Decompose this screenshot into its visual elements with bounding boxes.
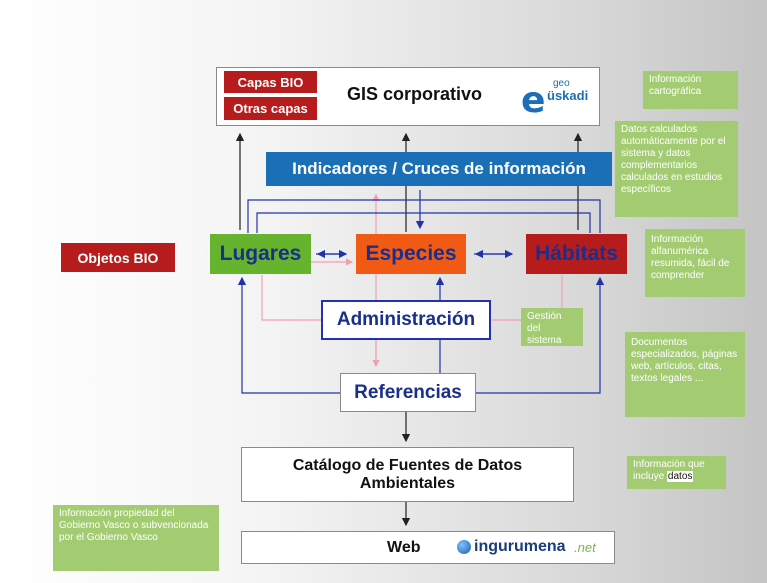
blue-connectors xyxy=(237,190,605,394)
note-datos-highlight: datos xyxy=(666,471,694,482)
objetos-bio-label: Objetos BIO xyxy=(61,243,175,272)
web-label: Web xyxy=(387,539,421,556)
note-cartografica: Información cartográfica xyxy=(643,71,738,109)
note-incluye-datos: Información que incluye datos xyxy=(627,456,726,489)
web-box: Web ingurumena .net xyxy=(241,531,615,564)
note-datos-calculados: Datos calculados automáticamente por el … xyxy=(615,121,738,217)
globe-icon xyxy=(457,540,471,554)
ingurumena-logo-suffix: .net xyxy=(574,540,596,555)
administracion-node: Administración xyxy=(321,300,491,340)
habitats-node: Hábitats xyxy=(526,234,627,274)
pink-connectors xyxy=(261,193,563,368)
note-documentos: Documentos especializados, páginas web, … xyxy=(625,332,745,417)
indicadores-bar: Indicadores / Cruces de información xyxy=(266,152,612,186)
gis-title: GIS corporativo xyxy=(347,84,483,104)
capas-bio-label: Capas BIO xyxy=(224,71,317,93)
euskadi-logo: e geo üskadi xyxy=(517,76,593,121)
gis-corporativo-box: Capas BIO Otras capas GIS corporativo e … xyxy=(216,67,600,126)
note-alfanumerica: Información alfanumérica resumida, fácil… xyxy=(645,229,745,297)
ingurumena-logo-text: ingurumena xyxy=(474,538,566,555)
euskadi-logo-e: e xyxy=(521,80,546,121)
euskadi-logo-geo: geo xyxy=(553,78,570,89)
otras-capas-label: Otras capas xyxy=(224,97,317,120)
note-incluye-text: Información que incluye xyxy=(633,459,705,482)
lugares-node: Lugares xyxy=(210,234,311,274)
catalogo-box: Catálogo de Fuentes de Datos Ambientales xyxy=(241,447,574,502)
referencias-node: Referencias xyxy=(340,373,476,412)
euskadi-logo-text: üskadi xyxy=(547,88,589,103)
note-gestion: Gestión del sistema xyxy=(521,308,583,346)
note-propiedad: Información propiedad del Gobierno Vasco… xyxy=(53,505,219,571)
especies-node: Especies xyxy=(356,234,466,274)
